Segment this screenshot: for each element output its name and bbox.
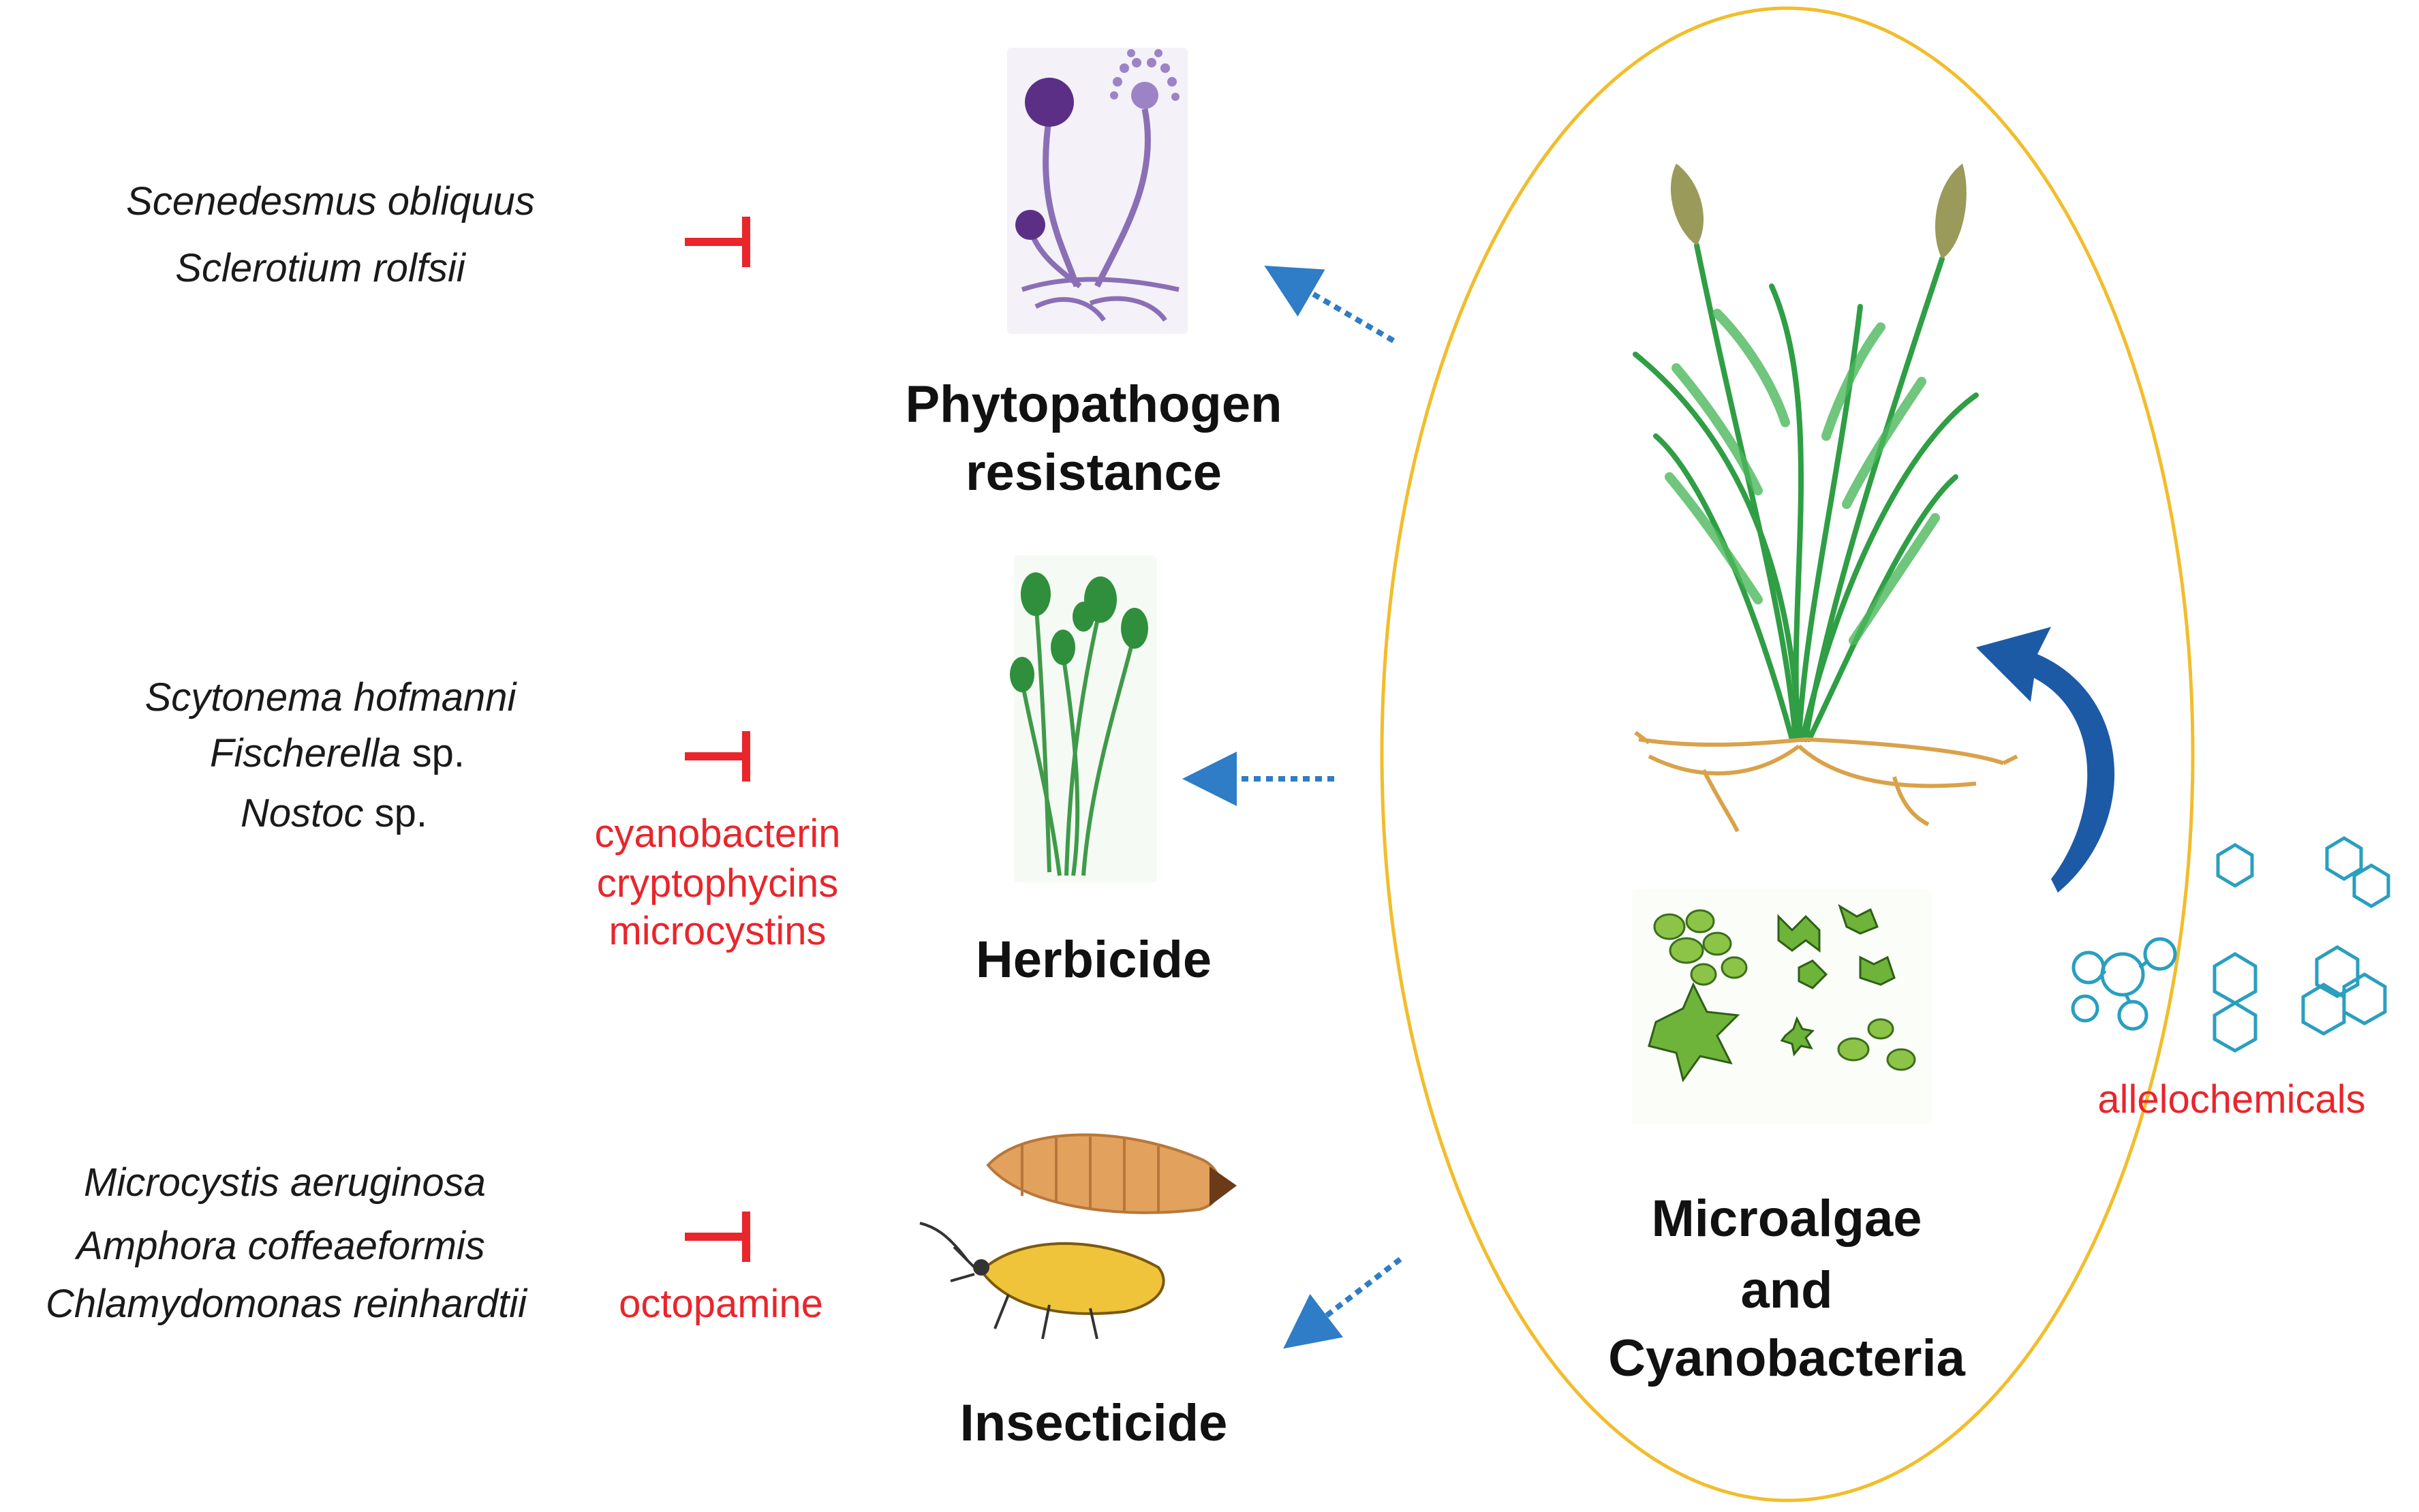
microalgae-icon [1632,889,1932,1124]
fungus-icon [1007,48,1188,334]
organism-microcystis: Microcystis aeruginosa [84,1160,486,1205]
center-title-line2: and [1740,1261,1833,1319]
compound-octopamine: octopamine [619,1282,823,1326]
organism-chlamydomonas: Chlamydomonas reinhardtii [46,1282,527,1326]
central-ellipse [1380,6,2195,1502]
insect-icon [919,1133,1237,1340]
molecule-icons [2071,836,2390,1053]
title-insecticide: Insecticide [959,1394,1228,1452]
inhibit-symbol-herbicide [685,731,750,782]
title-phytopathogen-line2: resistance [965,444,1222,502]
allelochemical-arrow [1976,627,2115,893]
inhibit-symbol-phytopathogen [685,217,750,267]
organism-nostoc: Nostoc sp. [240,791,428,835]
weed-icon [1010,555,1157,882]
center-title-line1: Microalgae [1651,1190,1922,1248]
center-title-line3: Cyanobacteria [1608,1329,1965,1387]
compound-cyanobacterin: cyanobacterin [594,812,841,856]
arrow-to-insecticide [1283,1256,1402,1349]
organism-amphora: Amphora coffeaeformis [76,1224,485,1268]
title-herbicide: Herbicide [975,931,1212,989]
arrow-to-phytopathogen [1264,265,1396,343]
organism-scenedesmus: Scenedesmus obliquus [126,179,535,223]
organism-fischerella: Fischerella sp. [210,731,465,775]
compound-cryptophycins: cryptophycins [596,861,839,906]
organism-sclerotium: Sclerotium rolfsii [175,246,465,290]
plant-icon [1633,164,2018,833]
compound-microcystins: microcystins [608,909,827,953]
allelochemicals-label: allelochemicals [2097,1077,2366,1122]
organism-scytonema: Scytonema hofmanni [144,675,517,720]
title-phytopathogen-line1: Phytopathogen [905,375,1282,433]
inhibit-symbol-insecticide [685,1212,750,1262]
